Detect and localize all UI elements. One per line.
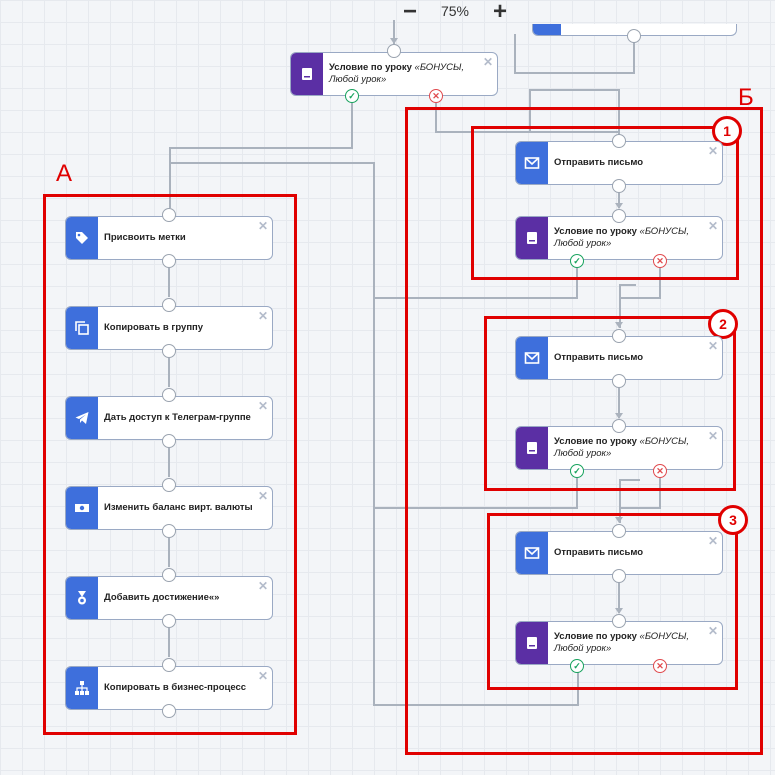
lesson-condition-node[interactable]: Условие по уроку «БОНУСЫ, Любой урок» ✕: [515, 216, 723, 260]
input-port[interactable]: [612, 524, 626, 538]
block-2-number: 2: [708, 309, 738, 339]
tag-icon: [66, 217, 98, 259]
node-label: Копировать в бизнес-процесс: [104, 682, 247, 693]
top-condition-node[interactable]: Условие по уроку «БОНУСЫ, Любой урок» ✕: [290, 52, 498, 96]
input-port[interactable]: [612, 209, 626, 223]
input-port[interactable]: [612, 329, 626, 343]
block-2-frame: [484, 316, 736, 491]
input-port[interactable]: [162, 658, 176, 672]
node-label: Отправить письмо: [554, 157, 644, 168]
copy-to-group-node[interactable]: Копировать в группу ✕: [65, 306, 273, 350]
node-label: Условие по уроку «БОНУСЫ, Любой урок»: [554, 436, 690, 459]
assign-tags-node[interactable]: Присвоить метки ✕: [65, 216, 273, 260]
node-label: Дать доступ к Телеграм-группе: [104, 412, 251, 423]
group-b-letter: Б: [738, 84, 754, 111]
telegram-icon: [66, 397, 98, 439]
node-label: Условие по уроку «БОНУСЫ, Любой урок»: [329, 62, 465, 85]
output-port[interactable]: [162, 254, 176, 268]
close-icon[interactable]: ✕: [482, 55, 493, 69]
port[interactable]: [627, 29, 641, 43]
group-b-frame: [405, 107, 763, 755]
node-label: Отправить письмо: [554, 547, 644, 558]
output-port[interactable]: [162, 614, 176, 628]
group-a-letter: А: [56, 160, 73, 187]
no-port[interactable]: ✕: [653, 254, 667, 268]
close-icon[interactable]: ✕: [257, 399, 268, 413]
yes-port[interactable]: ✓: [570, 464, 584, 478]
yes-port[interactable]: ✓: [345, 89, 359, 103]
org-chart-icon: [66, 667, 98, 709]
node-label: Отправить письмо: [554, 352, 644, 363]
output-port[interactable]: [162, 344, 176, 358]
input-port[interactable]: [612, 614, 626, 628]
envelope-icon: [516, 337, 548, 379]
lesson-icon: [516, 427, 548, 469]
node-label: Условие по уроку «БОНУСЫ, Любой урок»: [554, 631, 690, 654]
node-label: Условие по уроку «БОНУСЫ, Любой урок»: [554, 226, 690, 249]
no-port[interactable]: ✕: [653, 464, 667, 478]
input-port[interactable]: [162, 298, 176, 312]
output-port[interactable]: [612, 569, 626, 583]
close-icon[interactable]: ✕: [257, 669, 268, 683]
output-port[interactable]: [162, 704, 176, 718]
block-3-frame: [487, 513, 738, 690]
yes-port[interactable]: ✓: [570, 659, 584, 673]
no-port[interactable]: ✕: [429, 89, 443, 103]
copy-icon: [66, 307, 98, 349]
lesson-icon: [291, 53, 323, 95]
input-port[interactable]: [162, 478, 176, 492]
zoom-toolbar: − 75% +: [0, 0, 775, 30]
block-1-frame: [471, 126, 739, 280]
lesson-icon: [516, 622, 548, 664]
add-achievement-node[interactable]: Добавить достижение«» ✕: [65, 576, 273, 620]
node-label: Изменить баланс вирт. валюты: [104, 502, 253, 513]
output-port[interactable]: [162, 524, 176, 538]
input-port[interactable]: [162, 388, 176, 402]
envelope-icon: [516, 532, 548, 574]
close-icon[interactable]: ✕: [707, 144, 718, 158]
zoom-in-button[interactable]: +: [492, 0, 507, 25]
close-icon[interactable]: ✕: [707, 624, 718, 638]
close-icon[interactable]: ✕: [257, 219, 268, 233]
output-port[interactable]: [162, 434, 176, 448]
input-port[interactable]: [162, 568, 176, 582]
close-icon[interactable]: ✕: [707, 219, 718, 233]
input-port[interactable]: [387, 44, 401, 58]
send-email-node[interactable]: Отправить письмо ✕: [515, 141, 723, 185]
group-a-frame: [43, 194, 297, 735]
yes-port[interactable]: ✓: [570, 254, 584, 268]
medal-icon: [66, 577, 98, 619]
close-icon[interactable]: ✕: [257, 579, 268, 593]
node-label: Присвоить метки: [104, 232, 186, 243]
close-icon[interactable]: ✕: [707, 429, 718, 443]
input-port[interactable]: [612, 419, 626, 433]
zoom-out-button[interactable]: −: [402, 0, 417, 25]
input-port[interactable]: [162, 208, 176, 222]
no-port[interactable]: ✕: [653, 659, 667, 673]
send-email-node[interactable]: Отправить письмо ✕: [515, 531, 723, 575]
node-label: Добавить достижение«»: [104, 592, 220, 603]
send-email-node[interactable]: Отправить письмо ✕: [515, 336, 723, 380]
envelope-icon: [516, 142, 548, 184]
lesson-condition-node[interactable]: Условие по уроку «БОНУСЫ, Любой урок» ✕: [515, 621, 723, 665]
close-icon[interactable]: ✕: [257, 489, 268, 503]
banknote-icon: [66, 487, 98, 529]
lesson-icon: [516, 217, 548, 259]
node-label: Копировать в группу: [104, 322, 204, 333]
block-3-number: 3: [718, 505, 748, 535]
zoom-level: 75%: [440, 3, 470, 19]
close-icon[interactable]: ✕: [257, 309, 268, 323]
close-icon[interactable]: ✕: [707, 339, 718, 353]
input-port[interactable]: [612, 134, 626, 148]
output-port[interactable]: [612, 374, 626, 388]
output-port[interactable]: [612, 179, 626, 193]
close-icon[interactable]: ✕: [707, 534, 718, 548]
